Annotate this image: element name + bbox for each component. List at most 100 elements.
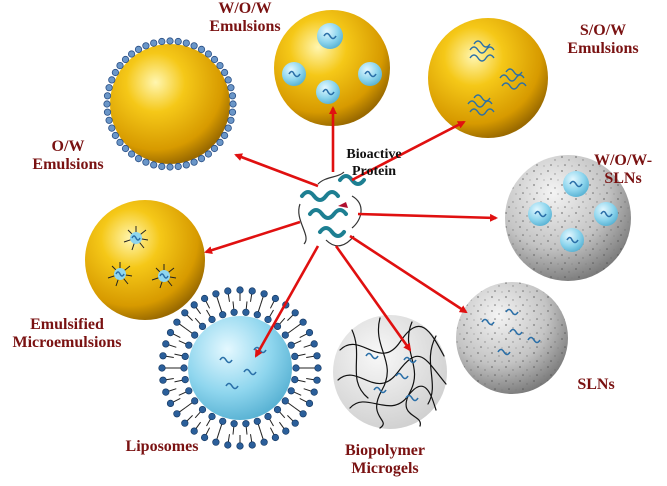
- surface-protein-bead: [103, 92, 112, 100]
- surface-protein-bead: [190, 42, 198, 50]
- lipid-head: [282, 427, 290, 435]
- surface-protein-bead: [105, 84, 113, 92]
- sow-emulsion-particle: [428, 18, 548, 138]
- ow-emulsion-particle: [103, 37, 237, 171]
- lipid-head: [291, 376, 299, 384]
- surface-protein-bead: [108, 76, 116, 84]
- lipid-head: [162, 388, 170, 396]
- surface-protein-bead: [142, 158, 150, 166]
- surface-protein-bead: [182, 161, 190, 169]
- surface-protein-bead: [128, 150, 136, 158]
- lipid-head: [198, 406, 207, 414]
- surface-protein-bead: [121, 144, 130, 153]
- lipid-head: [219, 311, 227, 319]
- lipid-head: [185, 341, 193, 349]
- lipid-head: [166, 399, 175, 408]
- lipid-head: [271, 294, 280, 303]
- lipid-head: [181, 419, 189, 427]
- arrow-to-sow: [351, 120, 466, 182]
- label-microemulsion: Emulsified Microemulsions: [12, 316, 122, 351]
- label-wow-sln: W/O/W- SLNs: [593, 152, 653, 187]
- label-bioactive-protein: Bioactive Protein: [346, 147, 402, 179]
- arrow-to-microemulsion: [204, 220, 301, 254]
- surface-protein-bead: [150, 39, 158, 47]
- surface-protein-bead: [128, 50, 136, 58]
- wow-sln-particle: [505, 155, 631, 281]
- wow-emulsion-particle: [274, 10, 390, 126]
- lipid-head: [242, 308, 250, 316]
- surface-protein-bead: [103, 108, 112, 116]
- lipid-head: [292, 364, 300, 372]
- lipid-head: [181, 352, 189, 361]
- surface-protein-bead: [224, 76, 232, 84]
- label-liposome: Liposomes: [125, 438, 199, 455]
- lipid-head: [264, 315, 272, 324]
- lipid-head: [310, 388, 318, 396]
- lipid-head: [291, 309, 299, 317]
- lipid-head: [180, 364, 188, 372]
- lipid-head: [219, 417, 227, 425]
- lipid-head: [248, 287, 256, 295]
- lipid-head: [230, 420, 238, 428]
- arrows: [204, 106, 498, 358]
- label-wow: W/O/W Emulsions: [209, 0, 281, 35]
- surface-protein-bead: [204, 50, 212, 58]
- lipid-head: [173, 410, 181, 418]
- lipid-head: [271, 433, 280, 442]
- lipid-head: [162, 340, 170, 348]
- surface-protein-bead: [210, 55, 219, 64]
- lipid-head: [185, 387, 193, 395]
- arrow-to-sln: [349, 234, 468, 314]
- microgel-particle: [333, 315, 447, 429]
- lipid-head: [242, 420, 250, 428]
- lipid-head: [260, 438, 268, 446]
- lipid-head: [248, 441, 256, 449]
- surface-protein-bead: [142, 42, 150, 50]
- microemulsion-particle: [85, 200, 205, 320]
- surface-protein-bead: [224, 124, 232, 132]
- surface-protein-bead: [158, 37, 166, 46]
- lipid-head: [191, 331, 199, 339]
- surface-protein-bead: [166, 37, 174, 45]
- surface-protein-bead: [111, 131, 120, 140]
- lipid-head: [208, 412, 216, 421]
- arrow-to-microgel: [334, 245, 412, 352]
- bioactive-protein-structure: [298, 171, 366, 247]
- arrow-to-liposome: [254, 245, 320, 358]
- lipid-head: [281, 397, 289, 405]
- label-microgel: Biopolymer Microgels: [345, 442, 425, 477]
- surface-protein-bead: [103, 100, 111, 108]
- lipid-head: [314, 364, 322, 372]
- surface-protein-bead: [111, 68, 120, 77]
- surface-protein-bead: [121, 55, 130, 64]
- label-sow: S/O/W Emulsions: [567, 22, 639, 57]
- lipid-head: [236, 442, 244, 450]
- surface-protein-bead: [108, 124, 116, 132]
- sln-particle: [456, 282, 568, 394]
- surface-protein-bead: [116, 61, 124, 70]
- lipid-head: [253, 311, 261, 319]
- lipid-head: [313, 352, 321, 360]
- label-sln: SLNs: [577, 376, 615, 393]
- surface-protein-bead: [174, 37, 182, 46]
- lipid-head: [181, 376, 189, 384]
- lipid-head: [159, 352, 167, 360]
- lipid-head: [190, 301, 198, 309]
- lipid-head: [224, 287, 232, 295]
- lipid-head: [201, 433, 209, 442]
- surface-protein-bead: [158, 162, 166, 171]
- liposome-particle: [158, 286, 322, 450]
- surface-protein-bead: [221, 68, 229, 77]
- surface-protein-layer: [103, 37, 237, 171]
- surface-protein-bead: [174, 162, 182, 171]
- surface-protein-bead: [190, 158, 198, 166]
- lipid-head: [313, 376, 321, 384]
- surface-protein-bead: [216, 138, 224, 146]
- surface-protein-bead: [210, 144, 219, 153]
- lipid-head: [190, 427, 198, 435]
- lipid-head: [159, 376, 167, 384]
- lipid-head: [166, 329, 175, 337]
- lipid-head: [224, 441, 232, 449]
- arrow-to-ow: [234, 153, 319, 188]
